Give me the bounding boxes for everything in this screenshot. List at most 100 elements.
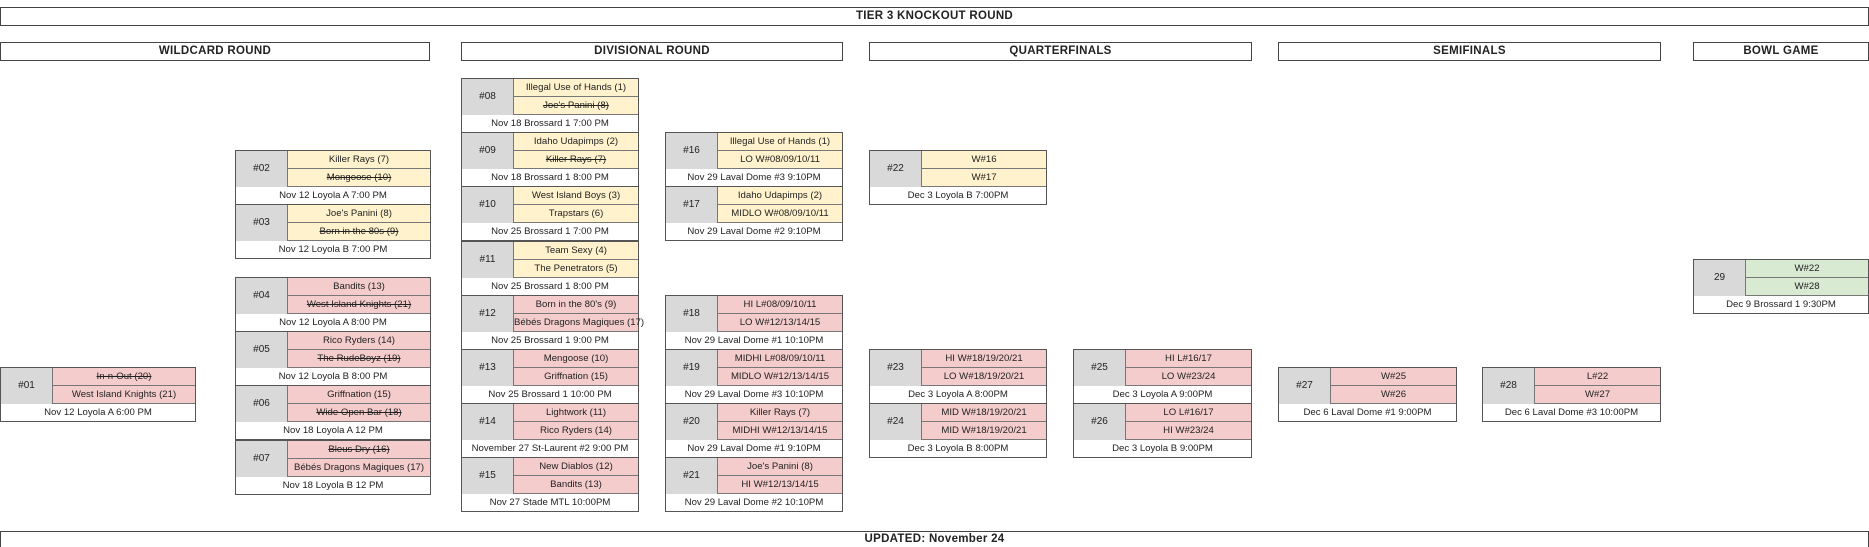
game-schedule: Dec 9 Brossard 1 9:30PM	[1726, 299, 1836, 310]
game-id: #17	[666, 187, 718, 223]
team-1: MID W#18/19/20/21	[922, 404, 1046, 422]
game-id: #16	[666, 133, 718, 169]
game-id: #18	[666, 296, 718, 332]
team-2: Bébés Dragons Magiques (17)	[288, 459, 430, 477]
game-schedule: Nov 18 Loyola A 12 PM	[283, 425, 383, 436]
column-header-quarterfinals: QUARTERFINALS	[869, 42, 1252, 61]
team-2: LO W#23/24	[1126, 368, 1251, 386]
game-id: #12	[462, 296, 514, 332]
team-1: Lightwork (11)	[514, 404, 638, 422]
team-1: Illegal Use of Hands (1)	[514, 79, 638, 97]
column-header-divisional: DIVISIONAL ROUND	[461, 42, 843, 61]
game-schedule: Nov 29 Laval Dome #2 9:10PM	[687, 226, 821, 237]
game-id: #10	[462, 187, 514, 223]
game-id: #27	[1279, 368, 1331, 404]
team-1: Killer Rays (7)	[288, 151, 430, 169]
team-1: W#25	[1331, 368, 1456, 386]
team-1: Bandits (13)	[288, 278, 430, 296]
game-schedule: Nov 27 Stade MTL 10:00PM	[489, 497, 611, 508]
team-2: Killer Rays (7)	[514, 151, 638, 169]
game-id: #04	[236, 278, 288, 314]
team-1: Illegal Use of Hands (1)	[718, 133, 842, 151]
team-2: Wide Open Bar (18)	[288, 404, 430, 422]
team-2: HI W#12/13/14/15	[718, 476, 842, 494]
game-schedule: Dec 3 Loyola A 9:00PM	[1112, 389, 1213, 400]
team-2: The Penetrators (5)	[514, 260, 638, 278]
team-1: Joe's Panini (8)	[288, 205, 430, 223]
game-schedule: Nov 18 Brossard 1 8:00 PM	[491, 172, 609, 183]
team-2: HI W#23/24	[1126, 422, 1251, 440]
game-schedule: Nov 29 Laval Dome #1 9:10PM	[687, 443, 821, 454]
game-id: #08	[462, 79, 514, 115]
game-schedule: Nov 18 Brossard 1 7:00 PM	[491, 118, 609, 129]
bracket-title: TIER 3 KNOCKOUT ROUND	[0, 7, 1869, 26]
game-schedule: Nov 25 Brossard 1 10:00 PM	[488, 389, 612, 400]
team-2: West Island Knights (21)	[53, 386, 195, 404]
team-2: W#17	[922, 169, 1046, 187]
team-1: HI L#08/09/10/11	[718, 296, 842, 314]
team-1: New Diablos (12)	[514, 458, 638, 476]
team-1: W#16	[922, 151, 1046, 169]
team-2: Born in the 80s (9)	[288, 223, 430, 241]
team-1: Griffnation (15)	[288, 386, 430, 404]
game-id: #21	[666, 458, 718, 494]
team-1: W#22	[1746, 260, 1868, 278]
game-schedule: Dec 3 Loyola A 8:00PM	[908, 389, 1008, 400]
game-id: #28	[1483, 368, 1535, 404]
team-2: Joe's Panini (8)	[514, 97, 638, 115]
game-id: #25	[1074, 350, 1126, 386]
team-2: Trapstars (6)	[514, 205, 638, 223]
game-schedule: November 27 St-Laurent #2 9:00 PM	[471, 443, 629, 454]
team-2: LO W#18/19/20/21	[922, 368, 1046, 386]
column-header-wildcard: WILDCARD ROUND	[0, 42, 430, 61]
team-1: Joe's Panini (8)	[718, 458, 842, 476]
team-2: MIDHI W#12/13/14/15	[718, 422, 842, 440]
team-2: W#26	[1331, 386, 1456, 404]
game-schedule: Nov 25 Brossard 1 9:00 PM	[491, 335, 609, 346]
game-id: #23	[870, 350, 922, 386]
game-schedule: Nov 29 Laval Dome #3 9:10PM	[687, 172, 821, 183]
team-2: Rico Ryders (14)	[514, 422, 638, 440]
game-id: #03	[236, 205, 288, 241]
team-2: Mongoose (10)	[288, 169, 430, 187]
game-id: #19	[666, 350, 718, 386]
game-id: #20	[666, 404, 718, 440]
game-schedule: Nov 29 Laval Dome #2 10:10PM	[684, 497, 824, 508]
game-id: #14	[462, 404, 514, 440]
team-1: Bleus Dry (16)	[288, 441, 430, 459]
game-schedule: Nov 29 Laval Dome #1 10:10PM	[684, 335, 824, 346]
game-schedule: Dec 3 Loyola B 8:00PM	[907, 443, 1009, 454]
game-id: #24	[870, 404, 922, 440]
game-id: #05	[236, 332, 288, 368]
team-1: Rico Ryders (14)	[288, 332, 430, 350]
team-2: Bébés Dragons Magiques (17)	[514, 314, 644, 332]
game-id: #01	[1, 368, 53, 404]
team-1: Born in the 80's (9)	[514, 296, 638, 314]
game-id: #15	[462, 458, 514, 494]
team-2: MIDLO W#08/09/10/11	[718, 205, 842, 223]
team-2: West Island Knights (21)	[288, 296, 430, 314]
game-id: #09	[462, 133, 514, 169]
game-schedule: Nov 25 Brossard 1 8:00 PM	[491, 281, 609, 292]
team-1: Mengoose (10)	[514, 350, 638, 368]
game-schedule: Nov 12 Loyola B 7:00 PM	[278, 244, 388, 255]
game-schedule: Dec 6 Laval Dome #3 10:00PM	[1504, 407, 1639, 418]
team-1: LO L#16/17	[1126, 404, 1251, 422]
game-id: #22	[870, 151, 922, 187]
